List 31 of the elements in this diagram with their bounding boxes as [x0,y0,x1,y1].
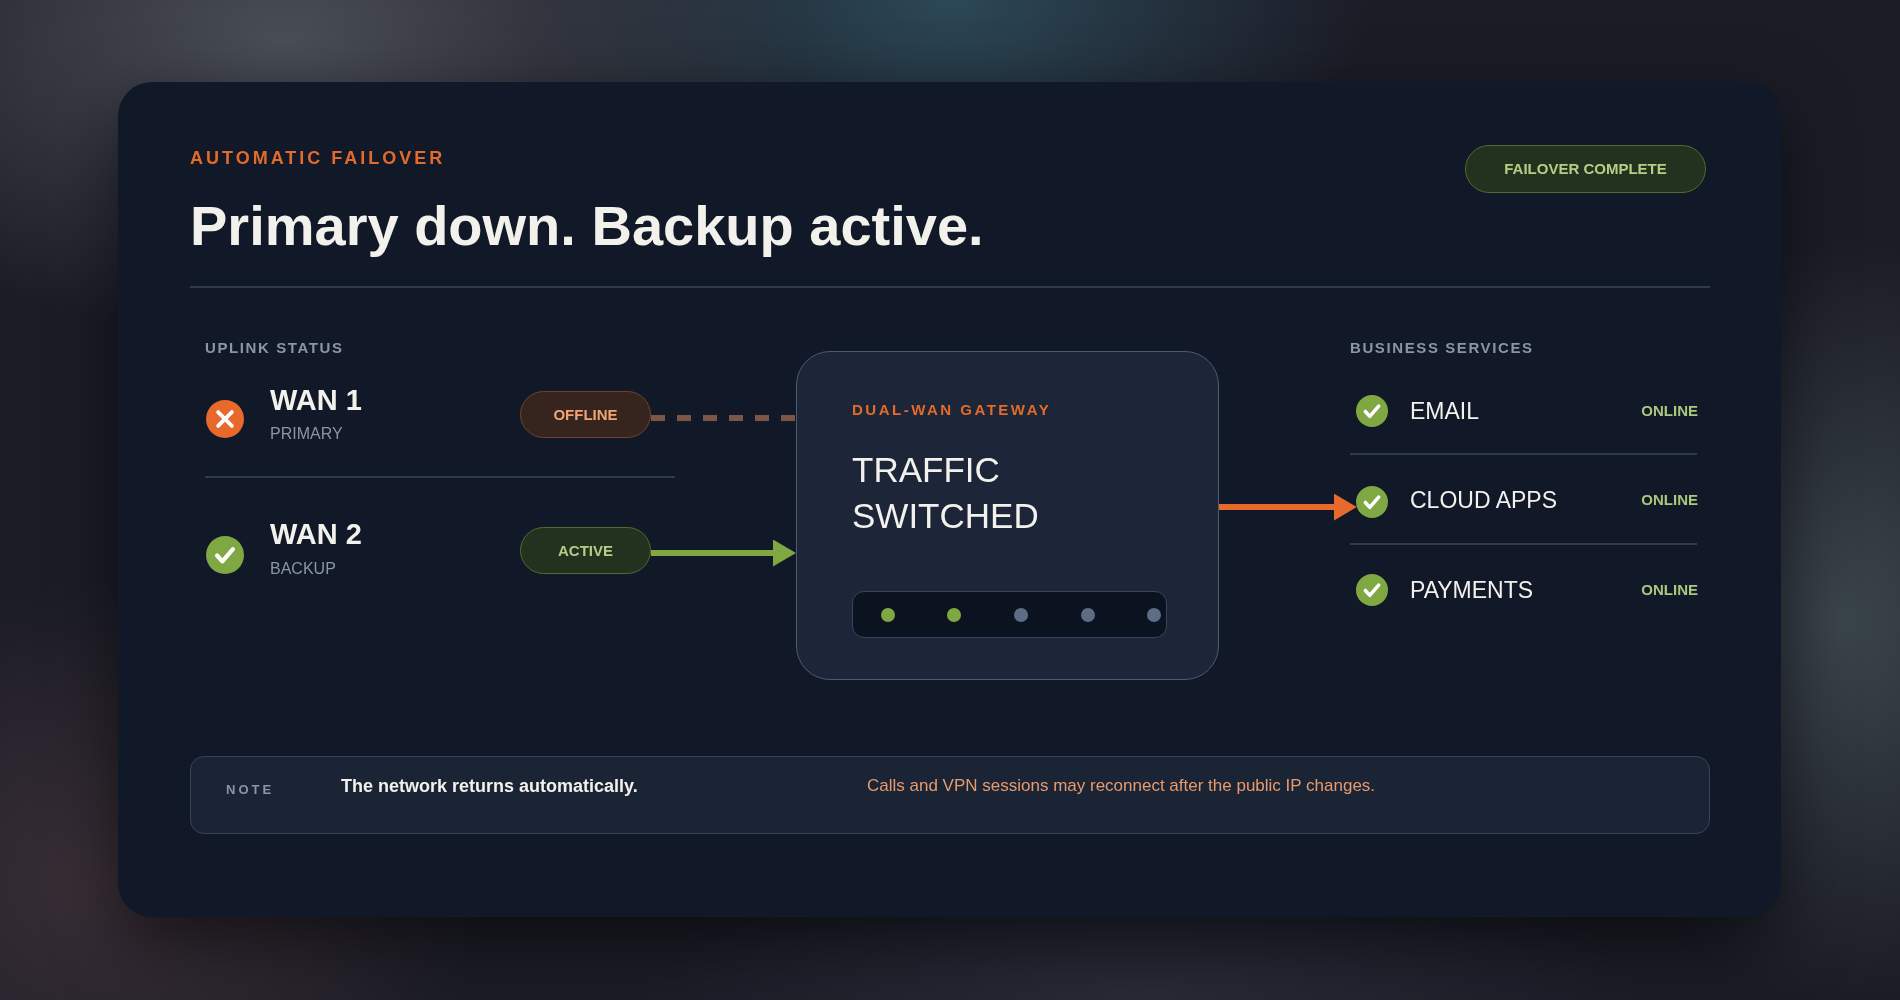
status-label: FAILOVER COMPLETE [1504,160,1667,178]
status-label: OFFLINE [553,405,618,424]
note-panel [190,756,1710,834]
service-name: PAYMENTS [1410,576,1534,604]
status-pill [520,527,651,574]
arrow [1219,493,1357,521]
section-heading: UPLINK STATUS [205,338,344,358]
uplink-role: BACKUP [270,559,336,579]
status-text: ONLINE [1641,581,1698,599]
uplink-name: WAN 2 [270,517,362,551]
page-title: Primary down. Backup active. [190,194,984,258]
section-heading: BUSINESS SERVICES [1350,338,1534,358]
gateway-card [796,351,1219,680]
note-text: Calls and VPN sessions may reconnect after the public IP changes. [867,775,1376,797]
uplink-name: WAN 1 [270,383,362,417]
service-name: CLOUD APPS [1410,486,1557,514]
arrow [651,539,796,567]
eyebrow-label: AUTOMATIC FAILOVER [190,147,446,169]
uplink-role: PRIMARY [270,424,343,444]
status-label: ACTIVE [558,541,613,560]
check-circle-icon [1356,486,1388,518]
eyebrow-label: DUAL-WAN GATEWAY [852,401,1052,419]
note-label: NOTE [226,782,275,798]
service-name: EMAIL [1410,397,1480,425]
status-text: ONLINE [1641,491,1698,509]
status-pill [520,391,651,438]
status-text: ONLINE [1641,402,1698,420]
status-pill [1465,145,1706,193]
gateway-status-text: TRAFFIC SWITCHED [852,449,1040,537]
note-heading: The network returns automatically. [341,775,638,797]
dashed-connector [651,415,796,421]
